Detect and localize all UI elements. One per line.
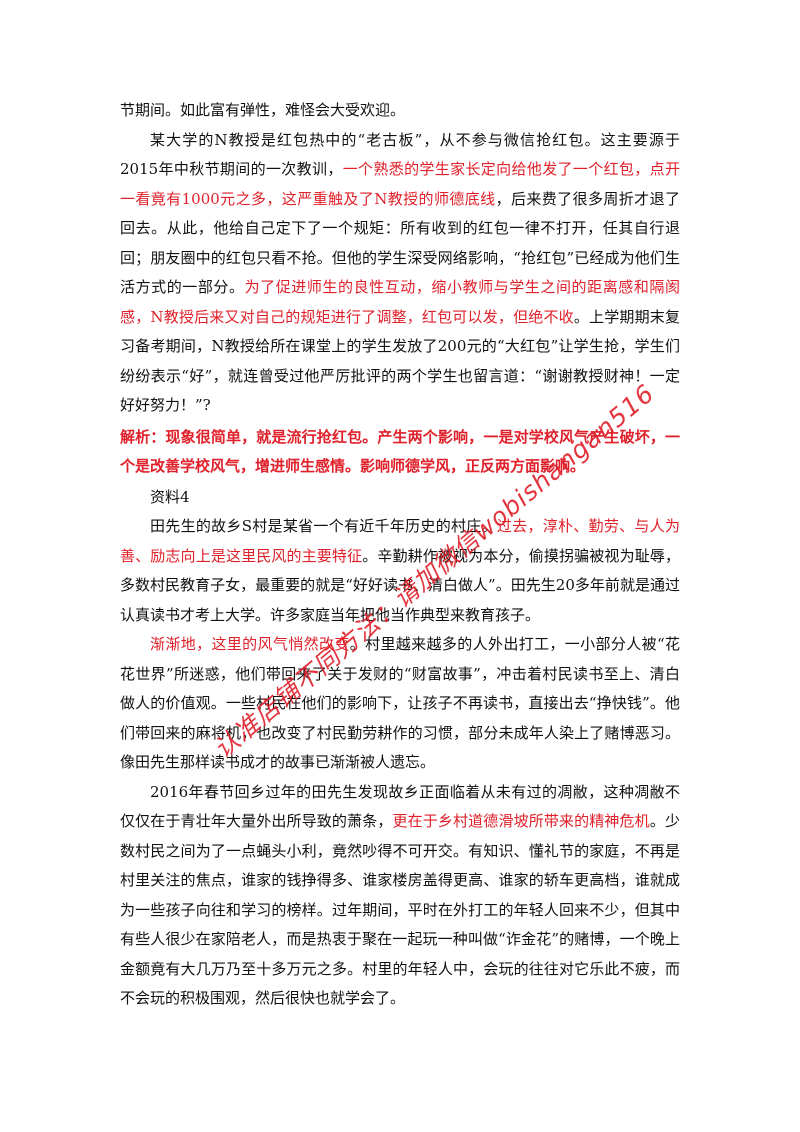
- paragraph-continuation: 节期间。如此富有弹性，难怪会大受欢迎。: [120, 101, 406, 119]
- material-heading: 资料4: [150, 487, 190, 506]
- p2-highlight-2: 为了促进师生的良性互动，缩小教师与学生之间的距离感和隔阂感，N教授后来又对自己的…: [120, 278, 680, 326]
- p5-text-a: 2016年春节回乡过年的田先生发现故乡正面临着从未有过的凋敝，这种凋敝不仅仅在于…: [120, 782, 680, 831]
- p5-highlight: 更在于乡村道德滑坡所带来的精神危机: [392, 812, 650, 830]
- paragraph-professor-n: 某大学的N教授是红包热中的“老古板”，从不参与微信抢红包。这主要源于2015年中…: [120, 126, 680, 421]
- analysis-note: 解析：现象很简单，就是流行抢红包。产生两个影响，一是对学校风气产生破坏，一个是改…: [120, 427, 680, 476]
- document-body: 节期间。如此富有弹性，难怪会大受欢迎。 某大学的N教授是红包热中的“老古板”，从…: [120, 96, 680, 1014]
- p3-text-c: 。辛勤耕作被视为本分，偷摸拐骗被视为耻辱，多数村民教育子女，最重要的就是“好好读…: [120, 546, 680, 624]
- paragraph-change: 渐渐地，这里的风气悄然改变。村里越来越多的人外出打工，一小部分人被“花花世界”所…: [120, 630, 680, 778]
- p2-text-c: ，后来费了很多周折才退了回去。从此，他给自己定下了一个规矩：所有收到的红包一律不…: [120, 189, 680, 297]
- p5-text-c: 。少数村民之间为了一点蝇头小利，竟然吵得不可开交。有知识、懂礼节的家庭，不再是村…: [120, 812, 680, 1007]
- p4-text-b: 。村里越来越多的人外出打工，一小部分人被“花花世界”所迷惑，他们带回来了关于发财…: [120, 635, 680, 771]
- p2-highlight-1: 一个熟悉的学生家长定向给他发了一个红包，点开一看竟有1000元之多，这严重触及了…: [120, 160, 680, 208]
- p3-highlight: 过去，淳朴、勤劳、与人为善、励志向上是这里民风的主要特征: [120, 517, 680, 565]
- paragraph-village: 田先生的故乡S村是某省一个有近千年历史的村庄。过去，淳朴、勤劳、与人为善、励志向…: [120, 512, 680, 630]
- p2-text-a: 某大学的N教授是红包热中的“老古板”，从不参与微信抢红包。这主要源于2015年中…: [120, 130, 680, 179]
- paragraph-2016: 2016年春节回乡过年的田先生发现故乡正面临着从未有过的凋敝，这种凋敝不仅仅在于…: [120, 778, 680, 1014]
- p2-text-e: 。上学期期末复习备考期间，N教授给所在课堂上的学生发放了200元的“大红包”让学…: [120, 307, 680, 415]
- p3-text-a: 田先生的故乡S村是某省一个有近千年历史的村庄。: [150, 517, 497, 535]
- p4-highlight: 渐渐地，这里的风气悄然改变: [150, 635, 350, 653]
